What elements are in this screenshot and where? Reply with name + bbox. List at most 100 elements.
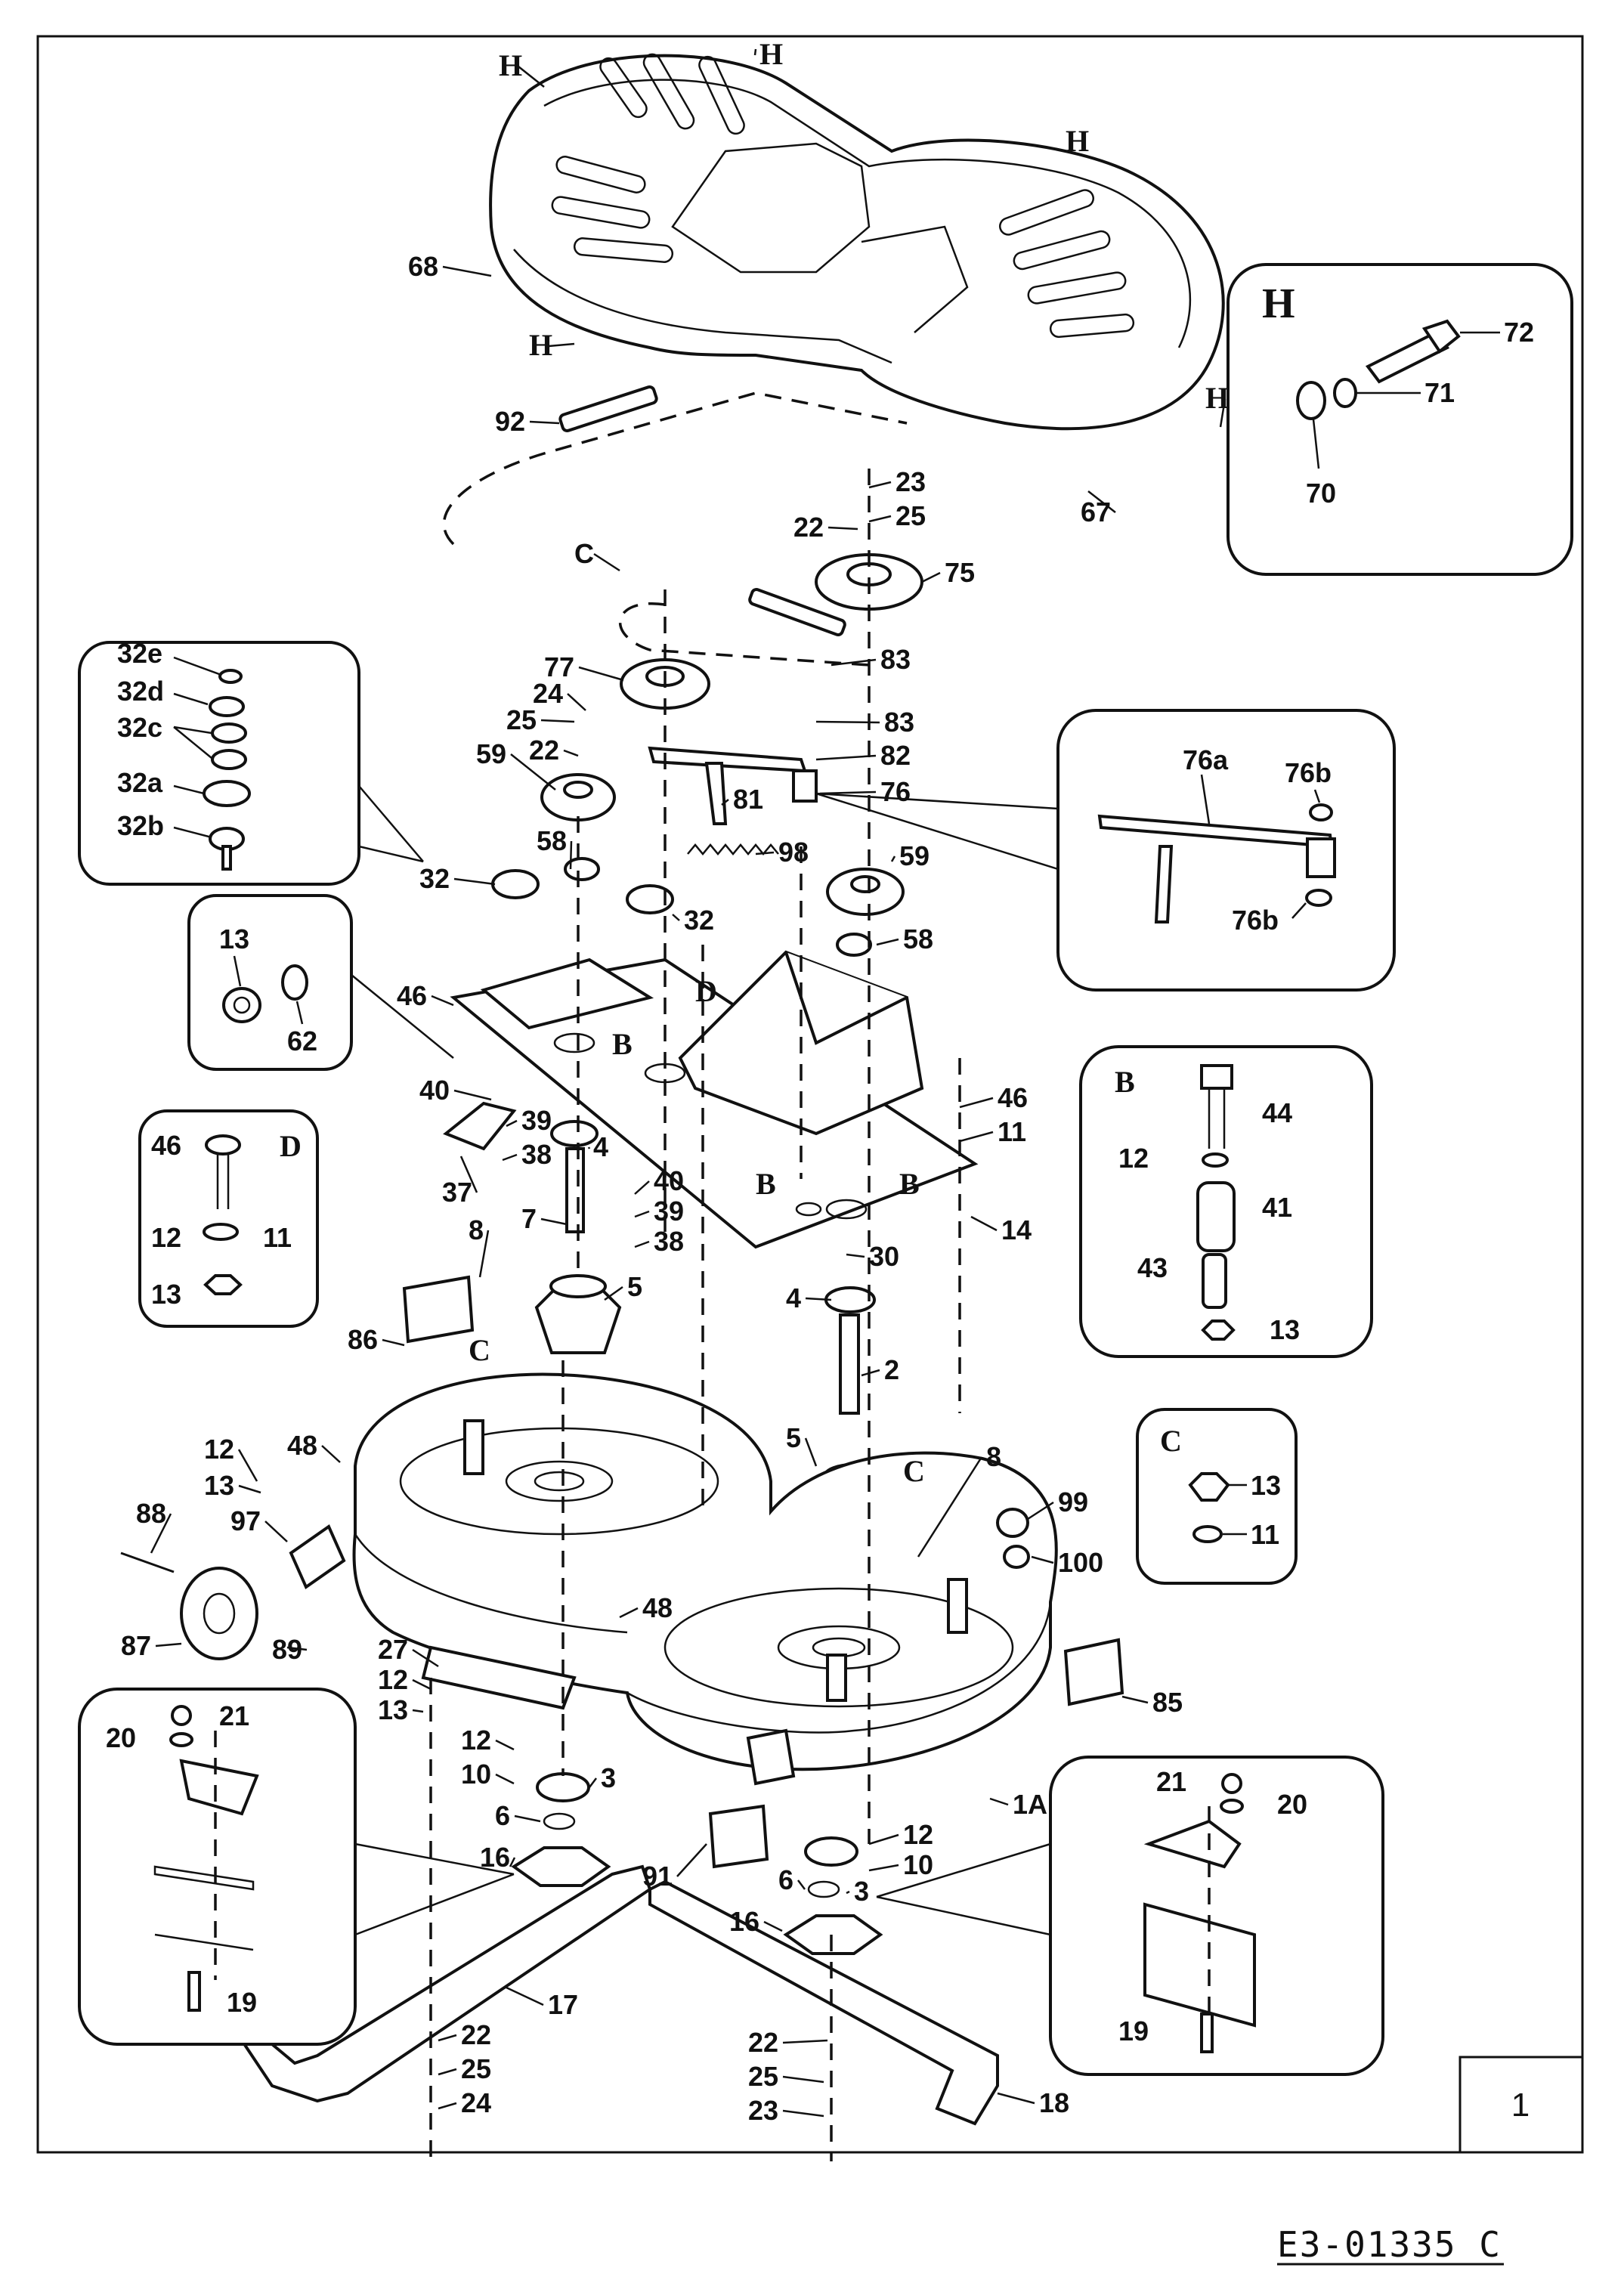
leader-line bbox=[237, 1449, 258, 1482]
leader-line bbox=[634, 1210, 650, 1218]
part-callout-22: 22 bbox=[793, 512, 824, 543]
part-callout-10: 10 bbox=[903, 1849, 933, 1880]
part-callout-40: 40 bbox=[654, 1165, 684, 1196]
leader-line bbox=[286, 1646, 308, 1651]
inset-c: C 13 11 bbox=[1136, 1408, 1298, 1585]
leader-line bbox=[959, 1131, 994, 1143]
svg-text:62: 62 bbox=[287, 1026, 317, 1057]
part-callout-30: 30 bbox=[869, 1241, 899, 1272]
part-callout-77: 77 bbox=[544, 651, 574, 682]
callout-leaders bbox=[150, 48, 1227, 2118]
leader-line bbox=[868, 1864, 899, 1872]
part-callout-83: 83 bbox=[880, 644, 911, 675]
svg-text:11: 11 bbox=[263, 1222, 292, 1253]
leader-line bbox=[827, 526, 858, 531]
part-callout-99: 99 bbox=[1058, 1487, 1088, 1517]
leader-line bbox=[510, 753, 556, 790]
svg-text:43: 43 bbox=[1137, 1252, 1168, 1283]
leader-line bbox=[890, 855, 896, 862]
part-callout-25: 25 bbox=[461, 2053, 491, 2084]
leader-line bbox=[453, 877, 496, 886]
leader-line bbox=[755, 851, 775, 855]
leader-line bbox=[150, 1513, 172, 1554]
part-callout-6: 6 bbox=[495, 1800, 510, 1831]
part-callout-17: 17 bbox=[548, 1989, 578, 2020]
inset-13-62: 13 62 bbox=[187, 894, 454, 1071]
part-callout-c: C bbox=[469, 1333, 490, 1367]
inset-d-title: D bbox=[280, 1129, 302, 1163]
leader-line bbox=[672, 914, 680, 921]
idler-arm bbox=[648, 746, 807, 773]
leader-line bbox=[989, 1797, 1009, 1806]
part-callout-h: H bbox=[529, 328, 552, 362]
leader-line bbox=[846, 1890, 850, 1895]
part-callout-85: 85 bbox=[1152, 1687, 1183, 1718]
leader-line bbox=[514, 1814, 541, 1823]
leader-line bbox=[805, 1297, 832, 1301]
part-callout-1a: 1A bbox=[1013, 1789, 1047, 1820]
leader-line bbox=[797, 1879, 806, 1890]
part-callout-13: 13 bbox=[378, 1694, 408, 1725]
part-callout-4: 4 bbox=[786, 1282, 801, 1313]
part-callout-23: 23 bbox=[748, 2095, 778, 2126]
leader-line bbox=[815, 754, 877, 761]
part-callout-3: 3 bbox=[601, 1762, 616, 1793]
part-callout-4: 4 bbox=[593, 1131, 608, 1162]
inset-d: D 46 12 11 13 bbox=[138, 1109, 319, 1328]
svg-text:76a: 76a bbox=[1183, 744, 1229, 775]
part-callout-13: 13 bbox=[204, 1470, 234, 1501]
assembly-axes bbox=[429, 469, 961, 2161]
belt-guide-92 bbox=[558, 385, 658, 432]
part-callout-59: 59 bbox=[899, 840, 930, 871]
drawing-code: E3-01335 C bbox=[1277, 2224, 1502, 2265]
part-callout-92: 92 bbox=[495, 406, 525, 437]
part-callout-38: 38 bbox=[654, 1226, 684, 1257]
part-callout-23: 23 bbox=[896, 466, 926, 497]
leader-line bbox=[495, 1739, 515, 1751]
part-callout-76: 76 bbox=[880, 776, 911, 807]
inset-h: H 72 71 70 bbox=[1227, 263, 1573, 576]
part-callout-b: B bbox=[756, 1167, 776, 1201]
part-callout-48: 48 bbox=[642, 1592, 673, 1623]
svg-text:13: 13 bbox=[219, 923, 249, 954]
deck-housing bbox=[352, 1372, 1058, 1771]
svg-text:44: 44 bbox=[1262, 1097, 1292, 1128]
part-callout-91: 91 bbox=[642, 1861, 673, 1892]
leader-line bbox=[868, 515, 892, 523]
leader-line bbox=[868, 481, 892, 489]
part-callout-86: 86 bbox=[348, 1324, 378, 1355]
part-callout-37: 37 bbox=[442, 1177, 472, 1208]
inset-h-title: H bbox=[1262, 280, 1295, 327]
leader-line bbox=[589, 1777, 597, 1788]
part-callout-h: H bbox=[1066, 124, 1089, 158]
svg-text:12: 12 bbox=[151, 1222, 181, 1253]
part-callout-22: 22 bbox=[748, 2027, 778, 2058]
svg-text:41: 41 bbox=[1262, 1192, 1292, 1223]
leader-line bbox=[819, 790, 877, 795]
leader-line bbox=[438, 2034, 457, 2042]
part-callout-81: 81 bbox=[733, 784, 763, 815]
leader-line bbox=[438, 2102, 457, 2110]
leader-line bbox=[619, 1607, 639, 1619]
leader-line bbox=[782, 2109, 824, 2118]
part-callout-58: 58 bbox=[537, 825, 567, 856]
part-callout-67: 67 bbox=[1081, 497, 1111, 527]
inset-c-title: C bbox=[1160, 1424, 1182, 1458]
part-callout-24: 24 bbox=[461, 2087, 491, 2118]
leader-line bbox=[155, 1642, 182, 1647]
part-callout-8: 8 bbox=[469, 1214, 484, 1245]
leader-line bbox=[917, 1456, 983, 1558]
part-callout-25: 25 bbox=[506, 704, 537, 735]
part-callout-46: 46 bbox=[397, 980, 427, 1011]
svg-text:19: 19 bbox=[1118, 2016, 1149, 2047]
side-hardware bbox=[120, 1275, 1124, 1869]
part-callout-24: 24 bbox=[533, 678, 563, 709]
svg-text:72: 72 bbox=[1504, 317, 1534, 348]
part-callout-40: 40 bbox=[419, 1075, 450, 1106]
leader-line bbox=[506, 1119, 518, 1128]
leader-line bbox=[1087, 490, 1116, 513]
part-callout-6: 6 bbox=[778, 1864, 793, 1895]
inset-blade-left: 21 20 19 bbox=[78, 1688, 515, 2046]
drawing-frame bbox=[36, 35, 1584, 2154]
